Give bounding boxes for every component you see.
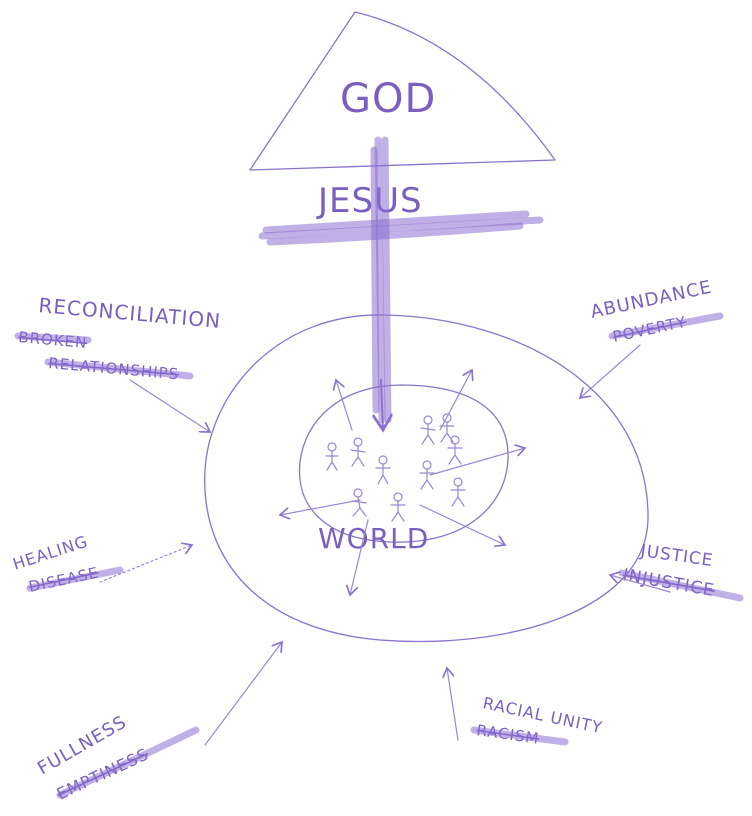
person-icon: [375, 455, 391, 485]
jesus-label: JESUS: [316, 181, 423, 221]
world-label: WORLD: [318, 522, 429, 555]
person-icon: [420, 415, 436, 445]
outward-arrows: [280, 370, 525, 595]
racism-scribble: [470, 726, 569, 746]
person-icon: [419, 460, 435, 490]
racial-unity-arrow: [447, 668, 459, 741]
injustice-scribble: [618, 569, 744, 602]
world-circle: [298, 384, 509, 543]
justice-label: JUSTICE: [638, 541, 714, 571]
person-icon: [390, 492, 406, 522]
emptiness-scribble: [56, 726, 200, 799]
justice-arrow: [610, 575, 671, 593]
god-triangle: [249, 11, 556, 171]
abundance-arrow: [580, 344, 641, 398]
reconciliation-scribble: [14, 332, 92, 344]
cross-icon: [258, 136, 544, 430]
person-icon: [447, 435, 463, 465]
poverty-scribble: [608, 312, 724, 340]
person-icon: [325, 442, 339, 471]
healing-arrow: [99, 545, 192, 583]
reconciliation-label: RECONCILIATION: [38, 293, 222, 333]
person-icon: [439, 413, 455, 443]
reconciliation-arrow: [129, 379, 210, 432]
disease-scribble: [26, 566, 124, 592]
people-group: [325, 413, 466, 522]
outer-circle: [204, 314, 649, 643]
person-icon: [351, 488, 367, 517]
person-icon: [350, 437, 366, 467]
person-icon: [450, 477, 466, 507]
god-label: GOD: [340, 76, 436, 122]
fullness-arrow: [204, 642, 282, 746]
reconciliation-scribble-2: [44, 358, 194, 380]
abundance-label: ABUNDANCE: [589, 277, 714, 323]
